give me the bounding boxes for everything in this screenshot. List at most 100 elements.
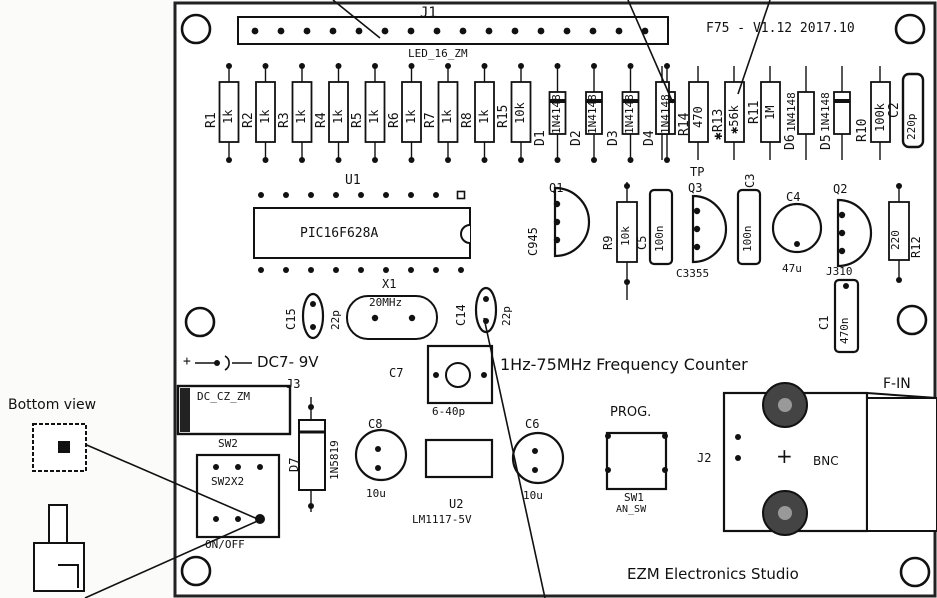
c1-body	[833, 278, 860, 354]
x1-crystal	[346, 295, 438, 340]
c7-value: 6-40p	[432, 405, 466, 418]
j2-bnc	[722, 382, 937, 536]
sw2-pin	[257, 464, 263, 470]
d6-value: 1N4148	[785, 92, 798, 132]
u1-pin	[258, 267, 264, 273]
u1-pin	[358, 192, 364, 198]
r15-body	[510, 81, 532, 143]
r4-body	[328, 81, 349, 143]
d1-value: 1N4148	[549, 94, 563, 134]
c14-value: 22p	[500, 306, 513, 326]
r14-body	[688, 81, 709, 143]
j1-pin	[251, 27, 259, 35]
j3-connector	[176, 384, 292, 436]
j1-pins	[251, 27, 649, 35]
r13-body	[724, 81, 745, 143]
u1-pin	[333, 267, 339, 273]
c5-ref: C5	[635, 235, 649, 250]
mounting-hole-ml	[184, 306, 216, 338]
j3-ref: J3	[286, 377, 301, 391]
c14-body	[474, 286, 498, 334]
c1-ref: C1	[817, 315, 831, 330]
r2-value: 1k	[257, 109, 272, 124]
c7-ref: C7	[389, 366, 404, 380]
q2-value: J310	[826, 265, 853, 278]
r3-body	[291, 81, 313, 143]
dc-symbol	[195, 355, 252, 371]
u1-pin	[408, 192, 414, 198]
j1-header	[237, 16, 669, 45]
tp-label: TP	[690, 165, 705, 179]
callout-lines	[65, 0, 771, 598]
r13-value: ✱56k	[727, 105, 741, 134]
mounting-hole-tr	[894, 13, 926, 45]
power-plus: +	[183, 354, 191, 369]
mounting-hole-mr	[896, 304, 928, 336]
j1-pin	[615, 27, 623, 35]
r2-ref: R2	[240, 112, 256, 128]
c2-body	[901, 72, 925, 149]
u1-ref: U1	[345, 173, 361, 188]
led-label: LED_16_ZM	[408, 47, 468, 60]
c4-body	[771, 202, 823, 254]
brand-label: EZM Electronics Studio	[627, 565, 799, 583]
d4-value: 1N4148	[659, 94, 672, 134]
bnc-plus: +	[776, 444, 793, 468]
r5-body	[364, 81, 386, 143]
mounting-hole-tl	[180, 13, 212, 45]
fin-label: F-IN	[883, 376, 911, 392]
r15-ref: R15	[496, 104, 511, 128]
r8-value: 1k	[476, 109, 491, 124]
r11-ref: R11	[747, 100, 762, 124]
mounting-hole-bl	[180, 555, 212, 587]
prog-label: PROG.	[610, 405, 652, 420]
c8-body	[354, 428, 408, 482]
d5-ref: D5	[819, 134, 834, 150]
r11-body	[760, 81, 781, 143]
r5-value: 1k	[367, 109, 381, 124]
u1-pin	[283, 267, 289, 273]
u1-pin	[408, 267, 414, 273]
j2-value: BNC	[813, 454, 839, 468]
r9-value: 10k	[619, 226, 632, 246]
sw2-pin	[213, 516, 219, 522]
j1-pin	[407, 27, 415, 35]
r1-body	[218, 81, 240, 143]
j1-pin	[381, 27, 389, 35]
u1-pin	[433, 192, 439, 198]
r7-value: 1k	[440, 109, 454, 124]
sw1-button	[605, 431, 668, 491]
d6-body	[797, 91, 815, 135]
r1-ref: R1	[204, 112, 219, 128]
q1-value: C945	[526, 227, 540, 256]
u1-mcu	[253, 190, 471, 273]
c5-body	[648, 188, 674, 266]
r8-ref: R8	[459, 112, 475, 128]
r7-body	[437, 81, 459, 143]
c14-ref: C14	[454, 304, 468, 326]
j1-pin	[329, 27, 337, 35]
d6-ref: D6	[783, 134, 798, 150]
q3-transistor	[691, 194, 728, 264]
c5-value: 100n	[653, 225, 666, 253]
j2-ref: J2	[697, 451, 712, 465]
c8-value: 10u	[366, 487, 386, 500]
r10-body	[870, 81, 891, 143]
r12-value: 220	[889, 230, 902, 250]
r10-value: 100k	[873, 103, 887, 132]
c3-value: 100n	[741, 225, 754, 253]
j1-pin	[589, 27, 597, 35]
q1-transistor	[553, 186, 591, 258]
c15-body	[301, 292, 325, 340]
d4-ref: D4	[642, 130, 657, 146]
j1-ref: J1	[420, 5, 437, 21]
power-label: DC7- 9V	[257, 353, 319, 371]
q3-ref: Q3	[688, 181, 703, 195]
d3-ref: D3	[605, 130, 621, 146]
r14-ref: R14	[677, 112, 692, 136]
j1-pin	[277, 27, 285, 35]
d2-value: 1N4148	[586, 94, 599, 134]
sw1-ref: SW1	[624, 491, 644, 504]
